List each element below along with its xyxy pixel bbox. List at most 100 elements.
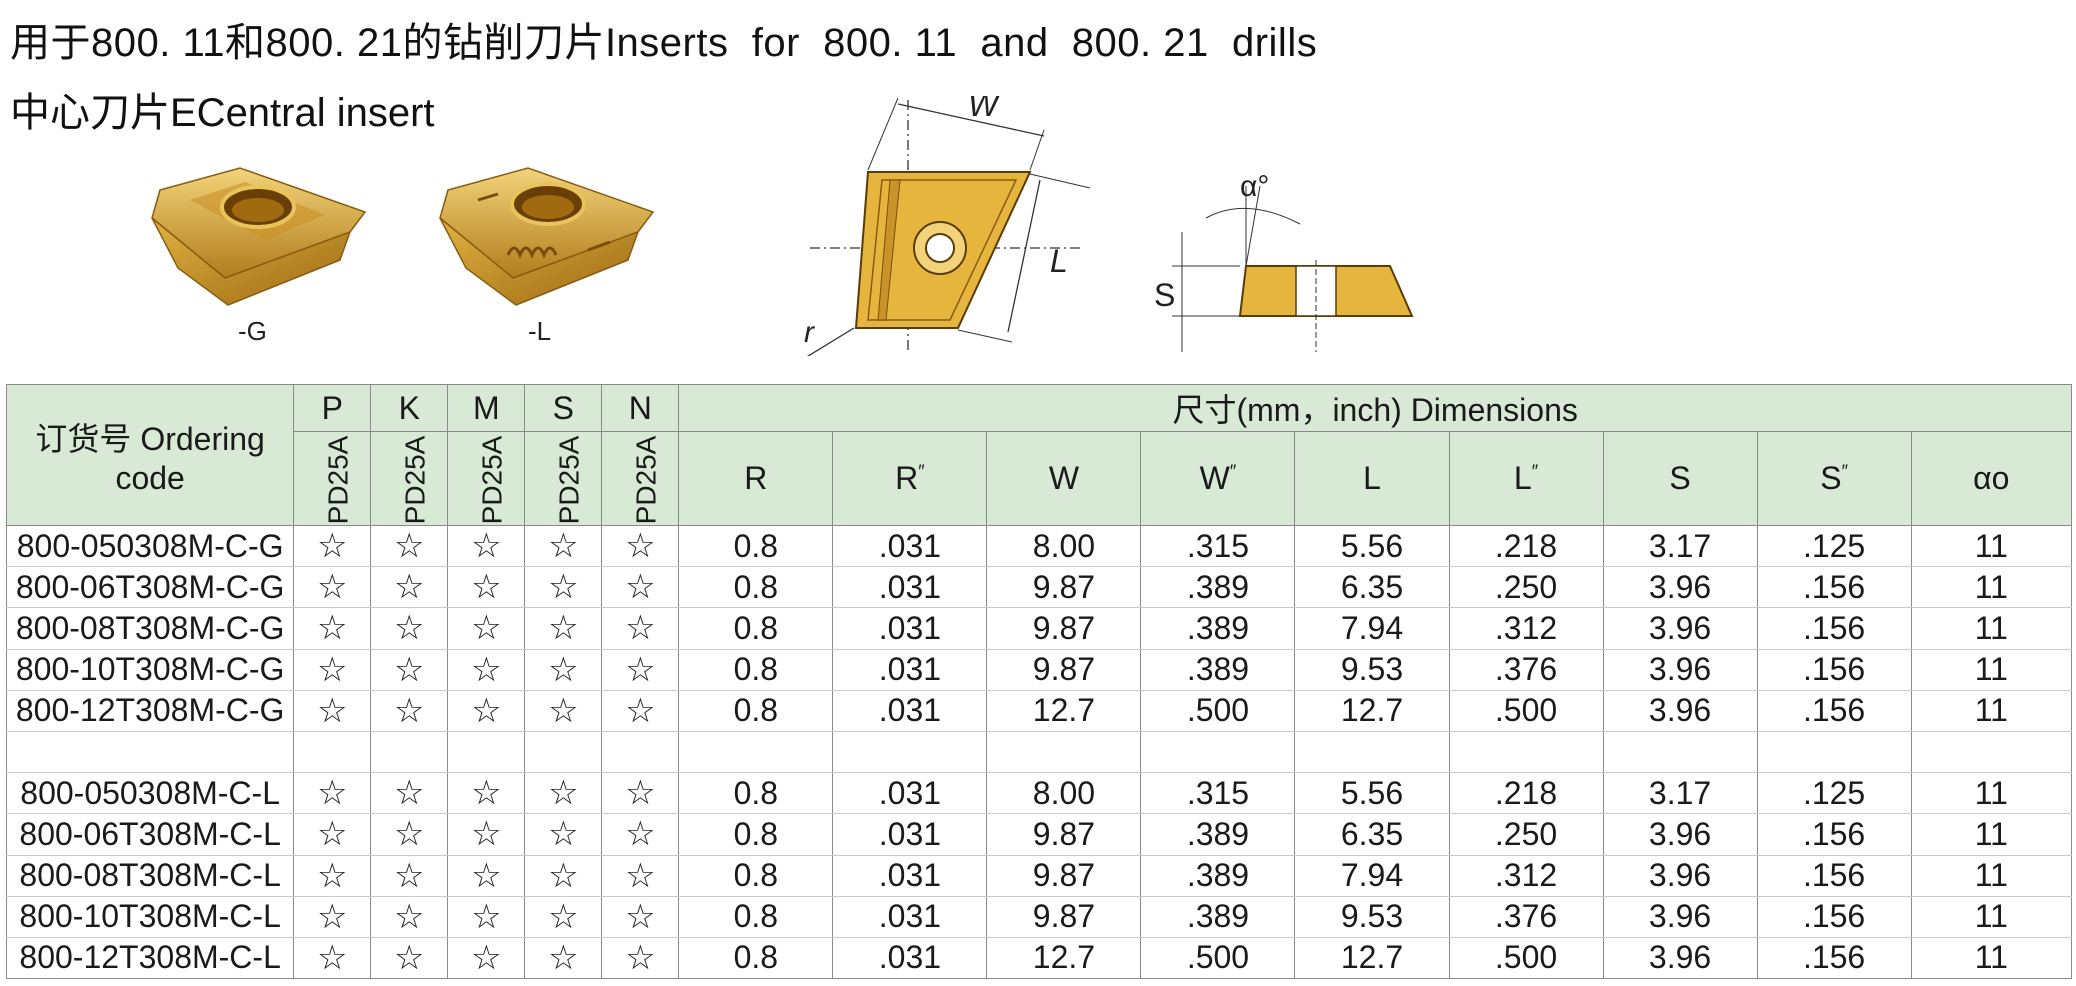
dimension-value-cell: .156	[1756, 855, 1912, 897]
dimension-value-cell: 12.7	[1294, 690, 1450, 732]
inch-mark: ″	[918, 461, 925, 482]
grade-name-header: PD25A	[601, 431, 680, 526]
dimension-value-cell	[1140, 731, 1296, 774]
availability-cell: ☆	[601, 772, 680, 815]
dimension-value-cell: 0.8	[678, 690, 834, 732]
dimension-value-cell	[1910, 731, 2073, 774]
dimension-column-label: R	[895, 460, 919, 496]
dimension-value-cell: 7.94	[1294, 607, 1450, 650]
availability-cell	[370, 731, 449, 774]
grade-name-label: PD25A	[630, 435, 662, 525]
star-icon: ☆	[394, 897, 425, 936]
ordering-code-cell: 800-12T308M-C-G	[5, 690, 295, 732]
dimension-value-cell: .031	[832, 772, 988, 815]
dimension-value-cell: 11	[1910, 607, 2073, 650]
dimension-value-cell: .315	[1140, 525, 1296, 568]
star-icon: ☆	[394, 527, 425, 566]
availability-cell: ☆	[524, 607, 603, 650]
ordering-code-cell: 800-06T308M-C-L	[5, 813, 295, 856]
dimension-value-cell: 3.96	[1602, 813, 1758, 856]
specification-table: 订货号 Ordering code P K M S N 尺寸(mm，inch) …	[5, 384, 2073, 980]
availability-cell: ☆	[370, 855, 449, 897]
dimension-column-header: S″	[1756, 431, 1912, 526]
dimension-column-label: W	[1199, 460, 1230, 496]
dimension-value-cell: 0.8	[678, 607, 834, 650]
dimension-value-cell	[1448, 731, 1604, 774]
dimension-value-cell: 0.8	[678, 772, 834, 815]
dimension-r-label: r	[804, 316, 815, 349]
availability-cell: ☆	[370, 896, 449, 938]
availability-cell: ☆	[447, 937, 526, 980]
availability-cell: ☆	[370, 607, 449, 650]
availability-cell: ☆	[524, 937, 603, 980]
dimension-value-cell: 9.87	[986, 649, 1142, 691]
dimension-value-cell: 12.7	[986, 937, 1142, 980]
star-icon: ☆	[394, 856, 425, 895]
dimension-value-cell: 9.87	[986, 813, 1142, 856]
dimension-column-header: W	[986, 431, 1142, 526]
dimension-column-label: L	[1363, 460, 1381, 496]
star-icon: ☆	[625, 609, 656, 648]
dimension-value-cell: 11	[1910, 813, 2073, 856]
ordering-code-cell: 800-10T308M-C-G	[5, 649, 295, 691]
dimension-value-cell: 9.87	[986, 855, 1142, 897]
availability-cell: ☆	[293, 690, 372, 732]
dimension-value-cell: .389	[1140, 855, 1296, 897]
availability-cell: ☆	[293, 896, 372, 938]
availability-cell	[524, 731, 603, 774]
availability-cell	[293, 731, 372, 774]
ordering-code-header: 订货号 Ordering code	[5, 384, 295, 526]
dimension-value-cell: 12.7	[1294, 937, 1450, 980]
insert-l-caption: -L	[528, 316, 552, 346]
availability-cell: ☆	[601, 937, 680, 980]
dimension-value-cell: .250	[1448, 566, 1604, 609]
ordering-code-cell: 800-10T308M-C-L	[5, 896, 295, 938]
grade-name-label: PD25A	[553, 435, 585, 525]
availability-cell: ☆	[447, 690, 526, 732]
availability-cell: ☆	[370, 566, 449, 609]
dimension-value-cell: 11	[1910, 649, 2073, 691]
dimension-column-header: R″	[832, 431, 988, 526]
dimension-value-cell: .031	[832, 525, 988, 568]
ordering-code-cell: 800-06T308M-C-G	[5, 566, 295, 609]
availability-cell: ☆	[447, 525, 526, 568]
star-icon: ☆	[317, 856, 348, 895]
dimension-value-cell: 6.35	[1294, 813, 1450, 856]
availability-cell	[447, 731, 526, 774]
dimension-value-cell: 11	[1910, 772, 2073, 815]
star-icon: ☆	[471, 568, 502, 607]
dimension-value-cell: .125	[1756, 525, 1912, 568]
star-icon: ☆	[548, 691, 579, 730]
dimension-column-label: S	[1669, 460, 1691, 496]
inch-mark: ″	[1841, 461, 1848, 482]
dimension-column-header: R	[678, 431, 834, 526]
availability-cell: ☆	[524, 772, 603, 815]
availability-cell: ☆	[370, 525, 449, 568]
star-icon: ☆	[317, 938, 348, 977]
availability-cell: ☆	[447, 566, 526, 609]
dimension-column-header: L	[1294, 431, 1450, 526]
dimension-value-cell: .500	[1140, 690, 1296, 732]
star-icon: ☆	[625, 691, 656, 730]
star-icon: ☆	[394, 691, 425, 730]
dimension-value-cell: 11	[1910, 566, 2073, 609]
dimension-value-cell: .500	[1448, 690, 1604, 732]
insert-l-image	[439, 167, 655, 306]
dimension-value-cell: .156	[1756, 649, 1912, 691]
star-icon: ☆	[471, 815, 502, 854]
availability-cell: ☆	[524, 649, 603, 691]
star-icon: ☆	[548, 774, 579, 813]
star-icon: ☆	[394, 774, 425, 813]
star-icon: ☆	[471, 609, 502, 648]
availability-cell: ☆	[447, 772, 526, 815]
dimension-s-label: S	[1154, 277, 1175, 313]
dimension-value-cell: 6.35	[1294, 566, 1450, 609]
availability-cell: ☆	[370, 937, 449, 980]
star-icon: ☆	[625, 774, 656, 813]
availability-cell: ☆	[447, 649, 526, 691]
dimension-value-cell: 5.56	[1294, 772, 1450, 815]
star-icon: ☆	[317, 774, 348, 813]
availability-cell: ☆	[601, 649, 680, 691]
